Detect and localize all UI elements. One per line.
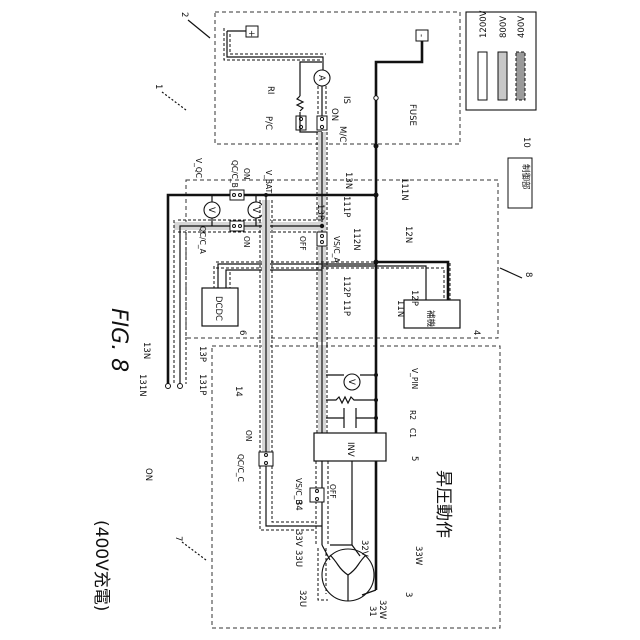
plus-glyph: + [246,30,256,37]
phase-v-line [330,500,352,545]
legend-item-1200v: 1200V [478,10,489,100]
r2-label: R2 [408,410,417,420]
ref-111n: 111N [399,178,409,201]
ref-13p-left: 13P [197,346,207,362]
mc-label: M/C [337,126,347,142]
qc-inlet-n-terminal [166,384,171,389]
aux-ref: 4 [471,330,481,335]
legend-label-800v: 800V [499,16,509,38]
vsca-off-label: OFF [298,236,307,251]
dcdc-label: DCDC [213,296,223,321]
ref-14: 14 [233,386,243,397]
vqc-label: V_QC [194,158,203,178]
inv-ref: 5 [409,456,419,461]
ri-label: RI [265,86,275,94]
vqc-glyph: V [206,207,216,213]
vpin-label: V_PIN [410,368,419,389]
ref-11n: 11N [395,300,405,317]
qca-label: QC/C_A [198,226,207,255]
qcc-on-label: ON [244,430,253,442]
caption-mode: (400V充電) [91,520,111,611]
ref-33v: 33V [293,530,303,547]
legend-label-400v: 400V [517,16,527,38]
ref-31: 31 [367,606,377,617]
ref-131p: 131P [197,374,207,395]
vscb-off-label: OFF [328,484,337,499]
ref-7: 7 [173,536,183,541]
resistor-r2 [322,397,376,403]
is-label: IS [341,96,351,104]
fuse-label: FUSE [407,104,417,126]
vsca-label: VS/C_A [332,236,341,263]
on-label-standalone: ON [143,468,153,481]
qc-inlet-p-terminal [178,384,183,389]
caption-operation: 昇圧動作 [433,470,453,538]
ref-32u: 32U [297,590,307,607]
pc-on-label: ON [329,108,339,121]
legend-label-1200v: 1200V [479,10,489,38]
pc-label: P/C [263,116,273,130]
controller-ref: 10 [521,137,531,148]
ref-112p: 112P [341,276,351,297]
ref-32w: 32W [377,600,387,620]
ref-34: 34 [293,500,303,511]
ref-13n: 13N [343,172,353,189]
ref-12n: 12N [403,226,413,243]
fig-title: FIG. 8 [106,308,131,372]
vbat-label: V_BAT [264,170,273,194]
legend-item-800v: 800V [498,16,509,100]
ref-2: 2 [179,12,189,17]
ref-13n-left: 13N [141,342,151,359]
ref-3: 3 [403,592,413,597]
qcc-label: QC/C_C [236,454,245,482]
resistor-ri [297,96,303,111]
controller-label: 制御部 [520,164,531,190]
qcb-on-label: ON [242,168,251,180]
ref-33w: 33W [413,546,423,566]
inv-label: INV [345,442,355,457]
ref-131n: 131N [137,374,147,397]
ref-112n: 112N [351,228,361,251]
ref-13p: 13P [315,204,325,220]
ref-32v: 32V [359,540,369,557]
minus-glyph: - [416,34,426,37]
ref-12p: 12P [409,290,419,306]
c1-label: C1 [408,428,417,438]
aux-label: 補機 [425,310,436,328]
ammeter-glyph: A [316,75,326,81]
qca-on-label: ON [242,236,251,248]
ref-11p: 11P [341,300,351,316]
vpin-glyph: V [346,379,356,385]
dcdc-ref: 6 [237,330,247,335]
ref-111p: 111P [341,196,351,217]
ref-33u: 33U [293,550,303,567]
battery-negative-wire [376,41,422,96]
qcb-label: QC/C_B [230,160,239,188]
ref-1: 1 [153,84,163,89]
ref-8: 8 [523,272,533,277]
vbat-glyph: V [250,207,260,213]
